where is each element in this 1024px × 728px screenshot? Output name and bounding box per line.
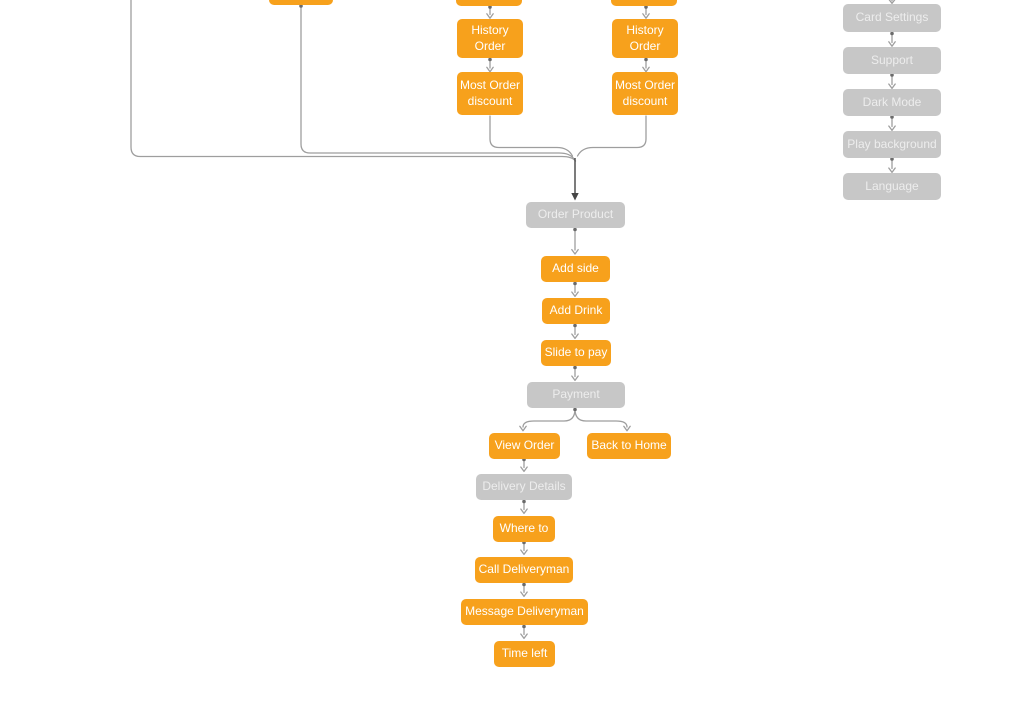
node-call-deliveryman[interactable]: Call Deliveryman	[475, 557, 573, 583]
node-slide-to-pay[interactable]: Slide to pay	[541, 340, 611, 366]
node-play-background[interactable]: Play background	[843, 131, 941, 158]
node-cutoff-top-c[interactable]	[611, 0, 677, 6]
node-message-deliveryman[interactable]: Message Deliveryman	[461, 599, 588, 625]
node-most-order-discount-1[interactable]: Most Order discount	[457, 72, 523, 115]
node-delivery-details[interactable]: Delivery Details	[476, 474, 572, 500]
node-payment[interactable]: Payment	[527, 382, 625, 408]
node-dark-mode[interactable]: Dark Mode	[843, 89, 941, 116]
node-order-product[interactable]: Order Product	[526, 202, 625, 228]
node-view-order[interactable]: View Order	[489, 433, 560, 459]
node-time-left[interactable]: Time left	[494, 641, 555, 667]
node-history-order-2[interactable]: History Order	[612, 19, 678, 58]
node-add-drink[interactable]: Add Drink	[542, 298, 610, 324]
node-add-side[interactable]: Add side	[541, 256, 610, 282]
node-history-order-1[interactable]: History Order	[457, 19, 523, 58]
node-most-order-discount-2[interactable]: Most Order discount	[612, 72, 678, 115]
node-where-to[interactable]: Where to	[493, 516, 555, 542]
node-cutoff-top-b[interactable]	[456, 0, 522, 6]
node-card-settings[interactable]: Card Settings	[843, 4, 941, 32]
node-language[interactable]: Language	[843, 173, 941, 200]
node-back-to-home[interactable]: Back to Home	[587, 433, 671, 459]
node-cutoff-top-a[interactable]	[269, 0, 333, 5]
node-support[interactable]: Support	[843, 47, 941, 74]
